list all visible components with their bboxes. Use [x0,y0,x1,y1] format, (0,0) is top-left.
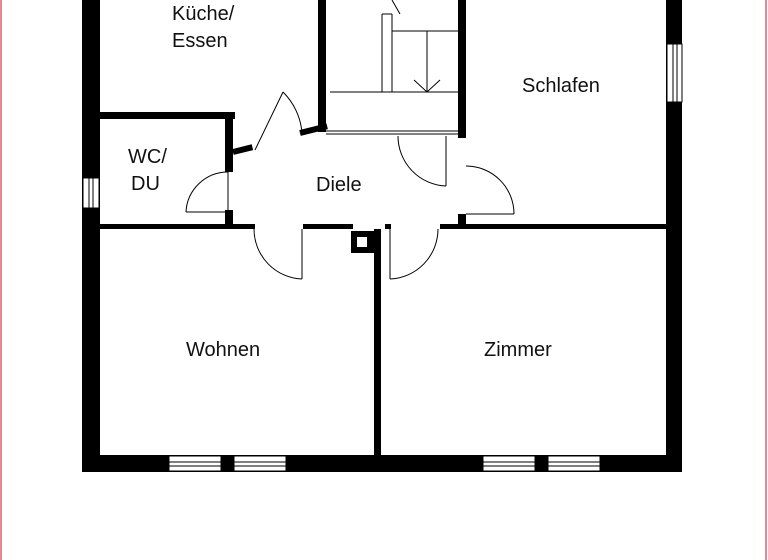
window-living-1 [168,455,222,472]
room-labels: Küche/ Essen Schlafen WC/ DU Diele Wohne… [128,3,600,361]
label-wc-line1: WC/ [128,146,167,168]
doors [185,91,515,280]
label-hall: Diele [316,174,362,196]
label-room: Zimmer [484,339,552,361]
door-hall-stair [397,135,447,187]
label-kitchen-line2: Essen [172,30,228,52]
right-exterior-wall [666,0,682,472]
windows [82,43,683,472]
door-bedroom [465,165,515,215]
label-wc-line2: DU [131,173,160,195]
window-living-2 [233,455,287,472]
staircase [330,0,458,93]
hall-openings [326,130,458,135]
window-room-1 [482,455,536,472]
label-kitchen-line1: Küche/ [172,3,235,25]
door-room [389,228,439,280]
window-room-2 [547,455,601,472]
window-wc [82,177,100,209]
label-living: Wohnen [186,339,260,361]
left-exterior-wall [82,0,100,472]
door-wc [185,171,229,213]
window-bedroom [666,43,683,103]
label-bedroom: Schlafen [522,75,600,97]
door-kitchen [254,91,303,151]
door-living [253,228,303,280]
interior-walls [100,0,666,457]
